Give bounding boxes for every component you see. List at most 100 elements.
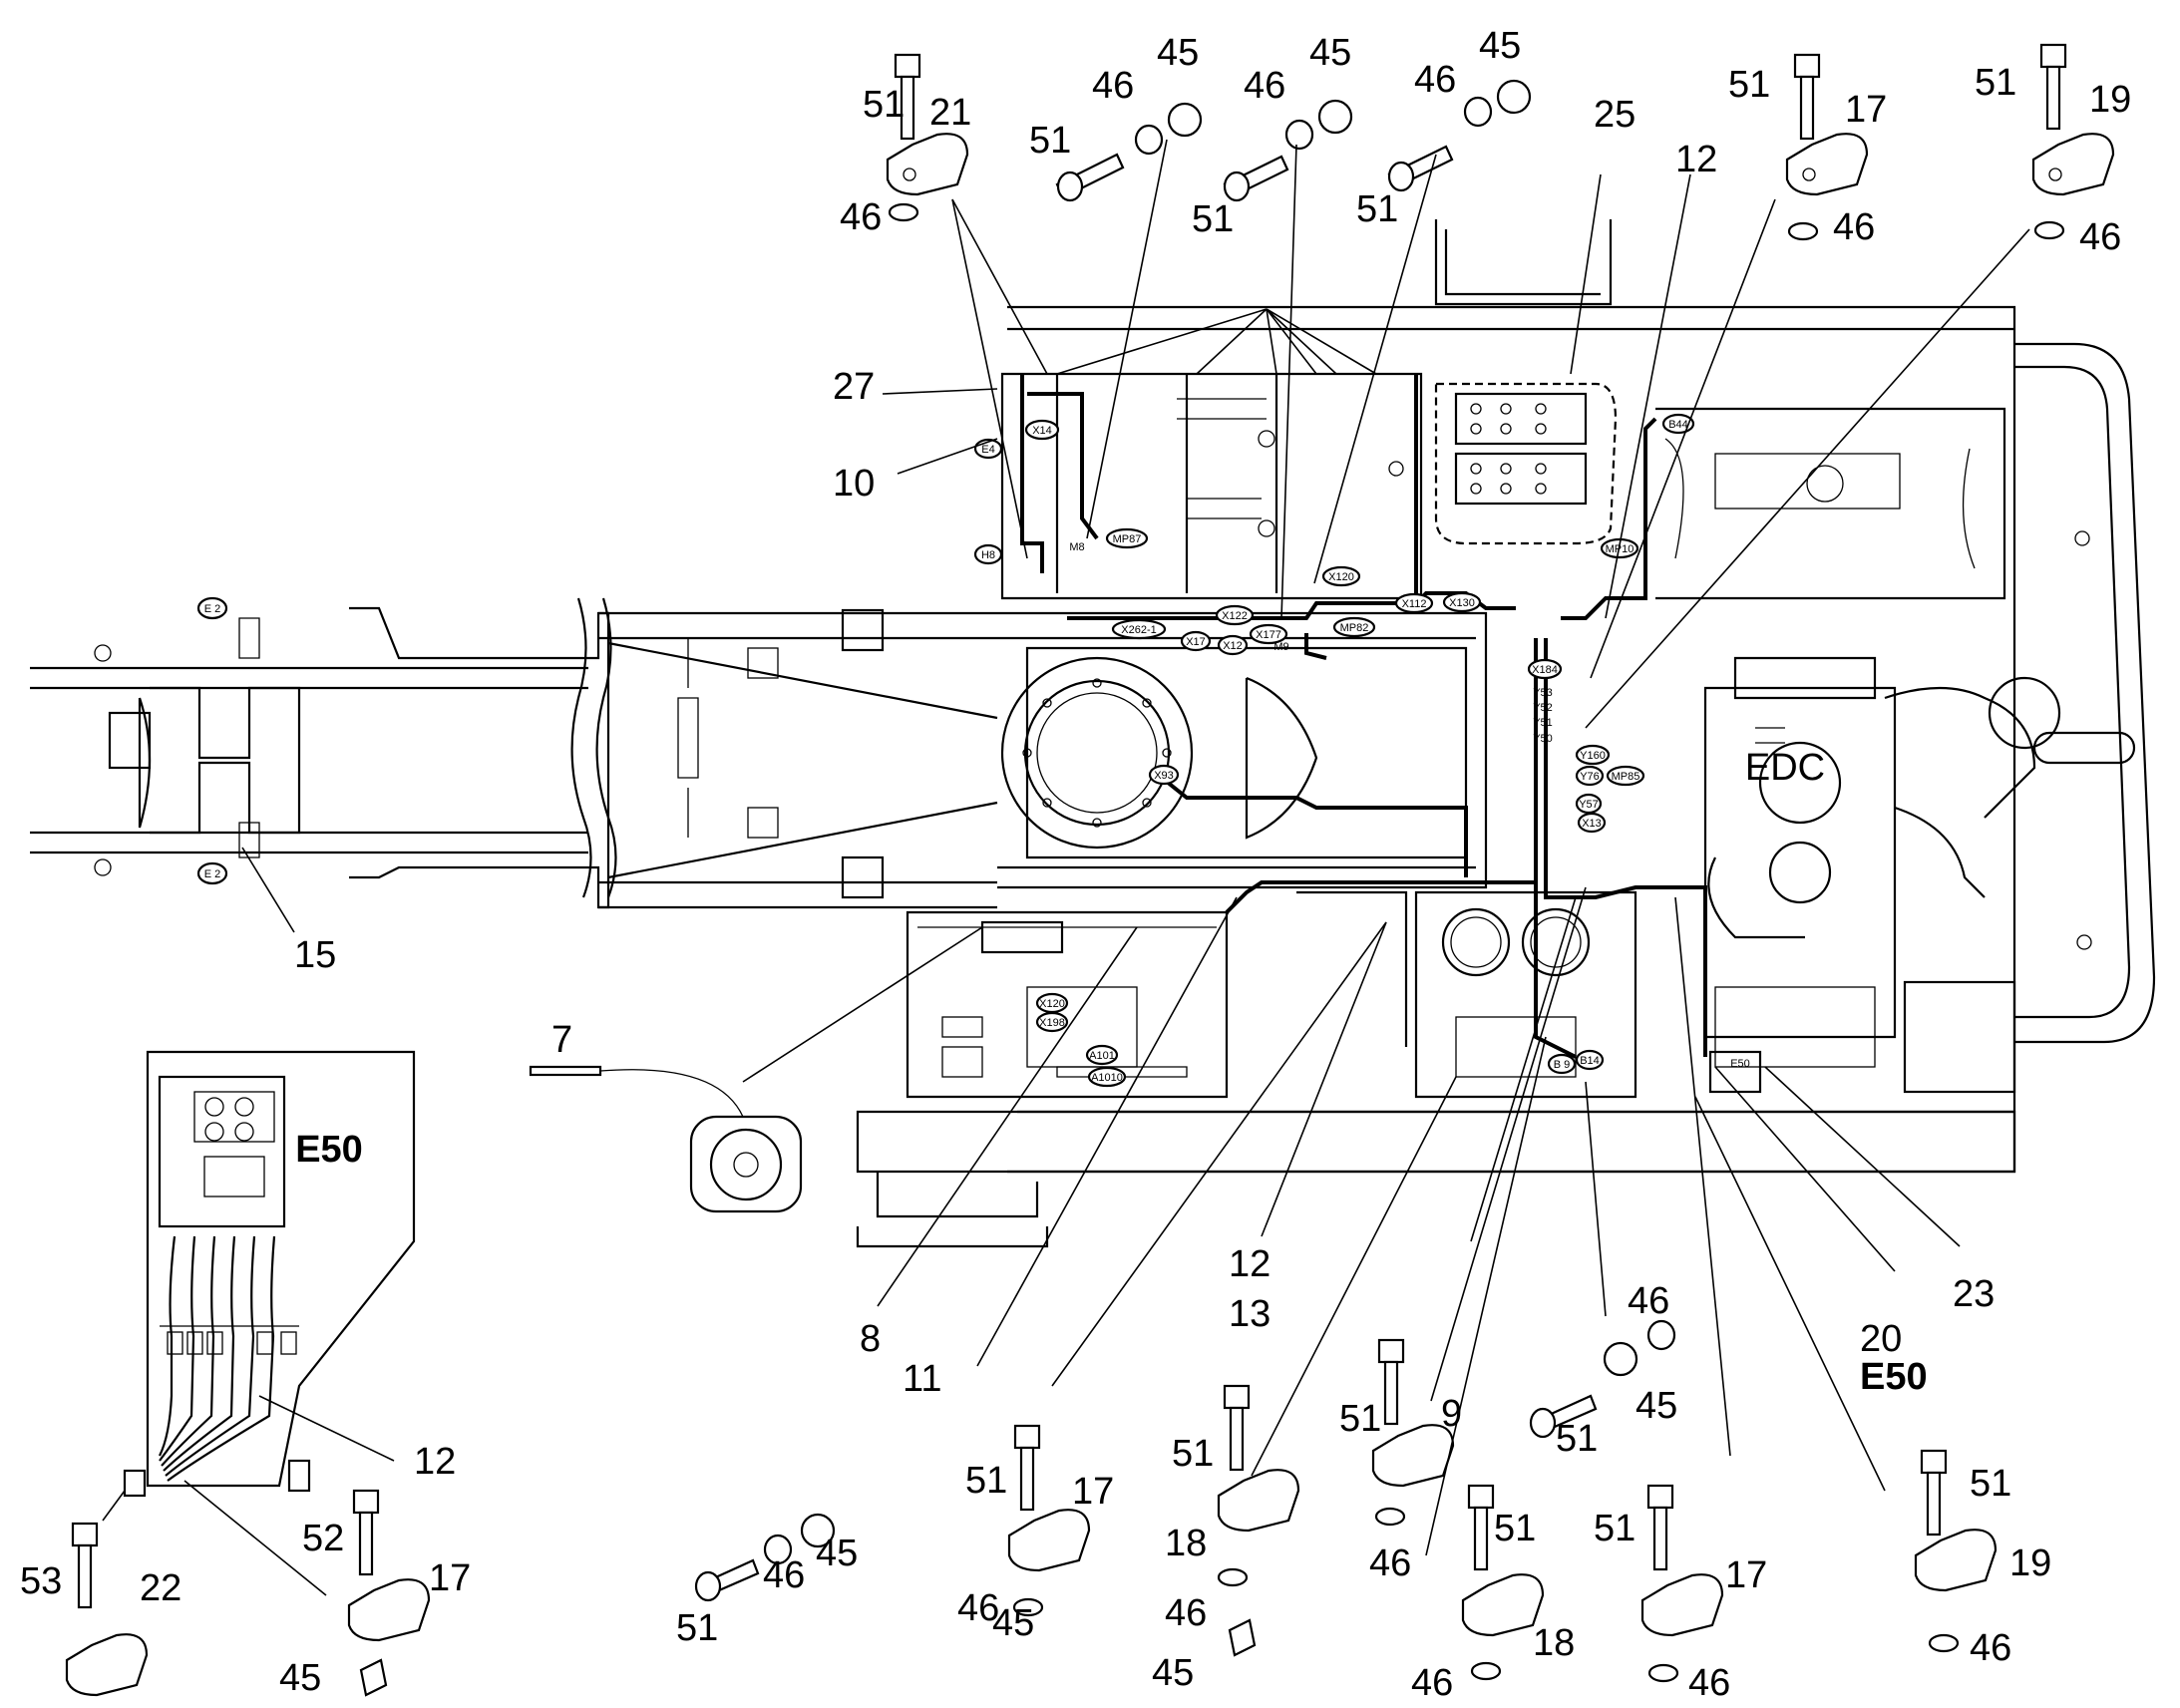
engine xyxy=(1703,656,2136,1094)
callout-52: 52 xyxy=(302,1518,344,1559)
callout-46: 46 xyxy=(957,1587,999,1629)
callout-46: 46 xyxy=(763,1554,805,1596)
svg-text:E 2: E 2 xyxy=(204,603,221,615)
svg-text:X93: X93 xyxy=(1154,770,1174,782)
tag-mp10: MP10 xyxy=(1600,537,1639,559)
callout-23: 23 xyxy=(1953,1273,1995,1315)
tag-y57: Y57 xyxy=(1575,793,1603,815)
tag-x130: X130 xyxy=(1442,591,1482,613)
callout-10: 10 xyxy=(833,463,875,505)
callout-17: 17 xyxy=(1072,1471,1114,1513)
callout-18: 18 xyxy=(1533,1622,1575,1664)
tag-y52: Y52 xyxy=(1533,702,1553,714)
callout-46: 46 xyxy=(1092,65,1134,107)
callout-9: 9 xyxy=(1441,1393,1462,1435)
tag-y50: Y50 xyxy=(1533,733,1553,745)
left-service-bay xyxy=(1000,372,2006,600)
svg-text:Y53: Y53 xyxy=(1533,687,1553,699)
e50-box xyxy=(1708,1050,1762,1094)
tag-b44: B44 xyxy=(1661,413,1695,435)
callout-51: 51 xyxy=(1975,62,2016,104)
callout-51: 51 xyxy=(1029,120,1071,162)
svg-text:Y160: Y160 xyxy=(1580,750,1606,762)
svg-text:A101: A101 xyxy=(1089,1050,1115,1062)
svg-text:Y51: Y51 xyxy=(1533,717,1553,729)
callout-51: 51 xyxy=(1494,1508,1536,1549)
callout-19: 19 xyxy=(2089,79,2131,121)
e50-inset xyxy=(123,1050,416,1498)
callout-12: 12 xyxy=(414,1441,456,1483)
svg-text:X13: X13 xyxy=(1582,818,1602,830)
callout-13: 13 xyxy=(1229,1293,1271,1335)
svg-text:A1010: A1010 xyxy=(1091,1072,1123,1084)
callout-45: 45 xyxy=(1479,25,1521,67)
callout-27: 27 xyxy=(833,366,875,408)
tag-x120: X120 xyxy=(1321,565,1361,587)
callout-45: 45 xyxy=(1152,1652,1194,1694)
tag-x262: X262-1 xyxy=(1111,618,1167,640)
tag-e2-bottom: E 2 xyxy=(196,861,228,885)
tag-x14: X14 xyxy=(1024,419,1060,441)
engine-label: EDC xyxy=(1745,747,1825,789)
svg-text:B14: B14 xyxy=(1580,1055,1600,1067)
tag-y53: Y53 xyxy=(1533,687,1553,699)
tag-x12: X12 xyxy=(1217,634,1249,656)
svg-text:X112: X112 xyxy=(1402,598,1427,610)
tag-x198: X198 xyxy=(1035,1011,1069,1033)
tag-x112: X112 xyxy=(1394,592,1434,614)
tag-h8: H8 xyxy=(973,543,1003,565)
svg-text:E 2: E 2 xyxy=(204,868,221,880)
svg-text:X198: X198 xyxy=(1039,1017,1065,1029)
tag-x177: X177 xyxy=(1249,623,1288,645)
tag-e4: E4 xyxy=(973,438,1003,460)
svg-text:MP10: MP10 xyxy=(1606,543,1635,555)
svg-text:MP87: MP87 xyxy=(1113,533,1142,545)
callout-21: 21 xyxy=(929,92,971,134)
callout-45: 45 xyxy=(992,1602,1034,1644)
callout-46: 46 xyxy=(1414,59,1456,101)
tag-x184: X184 xyxy=(1527,658,1563,680)
svg-text:Y50: Y50 xyxy=(1533,733,1553,745)
callout-51: 51 xyxy=(1192,198,1234,240)
tag-x17: X17 xyxy=(1180,630,1212,652)
callout-51: 51 xyxy=(1970,1463,2011,1505)
callout-18: 18 xyxy=(1165,1523,1207,1564)
svg-text:MP85: MP85 xyxy=(1612,771,1640,783)
svg-text:M9: M9 xyxy=(1273,641,1288,653)
svg-text:H8: H8 xyxy=(981,549,995,561)
callout-46: 46 xyxy=(1688,1662,1730,1704)
callout-22: 22 xyxy=(140,1567,182,1609)
tag-e50: E50 xyxy=(1730,1058,1750,1070)
svg-text:E4: E4 xyxy=(981,444,994,456)
component-tags: X14 E4 H8 M8 MP87 X120 X122 X262-1 X17 X… xyxy=(196,413,1695,1088)
svg-text:X12: X12 xyxy=(1223,640,1243,652)
svg-text:M8: M8 xyxy=(1069,541,1084,553)
callout-17: 17 xyxy=(429,1557,471,1599)
callout-17: 17 xyxy=(1845,89,1887,131)
callout-51: 51 xyxy=(1728,64,1770,106)
tag-y51: Y51 xyxy=(1533,717,1553,729)
callout-20: 20 xyxy=(1860,1318,1902,1360)
callout-46: 46 xyxy=(1833,206,1875,248)
callout-51: 51 xyxy=(1356,188,1398,230)
tag-b9: B 9 xyxy=(1547,1053,1577,1075)
callout-46: 46 xyxy=(1244,65,1285,107)
callout-46: 46 xyxy=(1165,1592,1207,1634)
tag-m9: M9 xyxy=(1273,641,1288,653)
sensor-7 xyxy=(529,1065,803,1213)
callout-17: 17 xyxy=(1725,1554,1767,1596)
tag-e2-top: E 2 xyxy=(196,596,228,620)
callout-46: 46 xyxy=(1628,1280,1669,1322)
callout-45: 45 xyxy=(1157,32,1199,74)
callout-45: 45 xyxy=(1635,1385,1677,1427)
callout-51: 51 xyxy=(965,1460,1007,1502)
tag-x120b: X120 xyxy=(1035,992,1069,1014)
svg-text:X120: X120 xyxy=(1328,571,1354,583)
tag-b14: B14 xyxy=(1575,1049,1605,1071)
callout-51: 51 xyxy=(676,1607,718,1649)
tag-a101: A101 xyxy=(1085,1044,1119,1066)
tag-a1010: A1010 xyxy=(1087,1066,1127,1088)
tag-m8: M8 xyxy=(1069,541,1084,553)
tag-y160: Y160 xyxy=(1575,744,1611,766)
callout-15: 15 xyxy=(294,934,336,976)
